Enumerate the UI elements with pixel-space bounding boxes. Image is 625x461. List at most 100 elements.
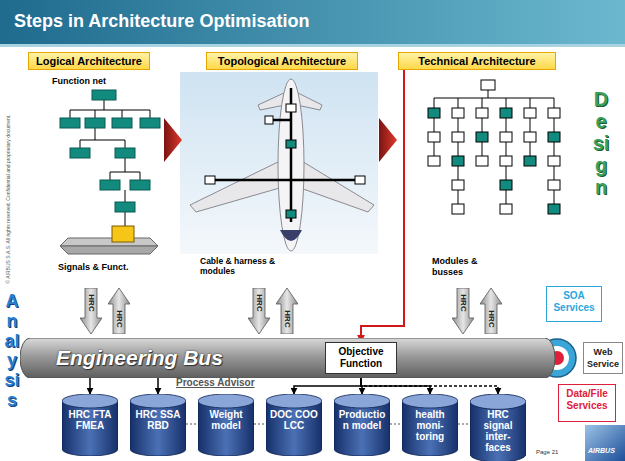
node-text: Weight model [202,409,250,431]
node-text: DOC COO LCC [270,409,318,431]
module-box [452,204,464,214]
cylinder-top [130,394,186,408]
module-box [476,132,488,142]
aircraft-topology [180,72,378,254]
node-text: HRC SSA RBD [134,409,182,431]
node-text: HRC FTA FMEA [66,409,114,431]
objective-box: Objective Function [325,342,397,374]
module-box [524,132,536,142]
module-box [548,180,560,190]
module-box [524,108,536,118]
node-text: Web Service [586,346,620,370]
tree-line [482,98,483,161]
module-box [548,204,560,214]
module-box [452,156,464,166]
block-arrow-body [452,288,474,334]
caption-text: Cable & harness & modules [200,256,312,276]
stage-chevrons [164,118,397,162]
cylinder-body [62,401,118,456]
cylinder-top [402,394,458,408]
connector [361,70,404,342]
page-number: Page 21 [536,449,558,455]
module-box [500,156,512,166]
cylinder-top [334,394,390,408]
logo-text: AIRBUS [588,447,615,454]
node-text: Objective Function [328,346,394,370]
signal-connector [60,226,158,254]
module-box [428,156,440,166]
function-net-boxes [60,90,160,212]
module-box [524,156,536,166]
module-box [500,180,512,190]
node-text: HRC [487,310,496,327]
cylinder-body [470,402,526,461]
module-box [548,108,560,118]
cylinder-body [334,401,390,456]
cylinder-body [198,401,254,456]
stage-label: Logical Architecture [28,52,150,70]
function-net [70,100,150,226]
module-box [452,132,464,142]
node-text: HRC [459,294,468,311]
module-box [500,204,512,214]
module-box [428,132,440,142]
node-text: Production model [338,409,386,431]
connector [157,378,159,394]
stage-label: Topological Architecture [206,52,358,70]
block-arrow-body [80,288,102,334]
bus-title: Engineering Bus [56,338,555,378]
cylinder-body [266,401,322,456]
cylinder-top [470,394,526,409]
model-cylinder: Weight model [198,394,254,456]
module-box [452,108,464,118]
tree-line [434,98,435,161]
cylinder-body [402,401,458,456]
block-arrow-body [480,288,502,334]
cylinder-top [266,394,322,408]
module-box [428,108,440,118]
block-arrow-body [276,288,298,334]
model-cylinder: HRC signal inter-faces [470,394,526,461]
service-box: SOA Services [546,286,602,322]
node-text: Data/File Services [561,388,613,412]
title-bar [0,0,625,44]
node-text: Logical Architecture [29,53,149,69]
node-text: Topological Architecture [207,53,357,69]
caption-text: Modules & busses [432,256,504,278]
hrc-arrow: HRC [452,288,474,334]
module-box [500,132,512,142]
logo-panel [585,425,625,461]
module-box [452,180,464,190]
tree-line [434,90,554,98]
node-text: HRC [255,294,264,311]
model-cylinder: HRC FTA FMEA [62,394,118,456]
model-cylinder: DOC COO LCC [266,394,322,456]
node-text: SOA Services [549,290,599,314]
caption-text: Signals & Funct. [58,262,129,272]
module-box [476,108,488,118]
stage-label: Technical Architecture [398,52,556,70]
slide-title: Steps in Architecture Optimisation [14,11,309,32]
technical-tree [428,80,560,214]
cylinder-top [198,394,254,408]
model-cylinder: Production model [334,394,390,456]
module-box [481,80,495,90]
module-box [476,156,488,166]
cylinder-top [62,394,118,408]
caption-text: Function net [52,76,106,86]
cylinder-body [130,401,186,456]
node-text: health moni-toring [406,409,454,442]
module-box [548,156,560,166]
hrc-arrow: HRC [80,288,102,334]
block-arrow-body [108,288,130,334]
tree-line [530,98,531,161]
vertical-word: Design [591,88,611,198]
hrc-arrow: HRC [108,288,130,334]
block-arrow-body [248,288,270,334]
model-cylinder: HRC SSA RBD [130,394,186,456]
service-box: Data/File Services [558,384,616,422]
node-text: HRC [115,310,124,327]
copyright-note: © AIRBUS S.A.S. All rights reserved. Con… [5,109,11,289]
model-cylinder: health moni-toring [402,394,458,456]
hrc-arrow: HRC [248,288,270,334]
